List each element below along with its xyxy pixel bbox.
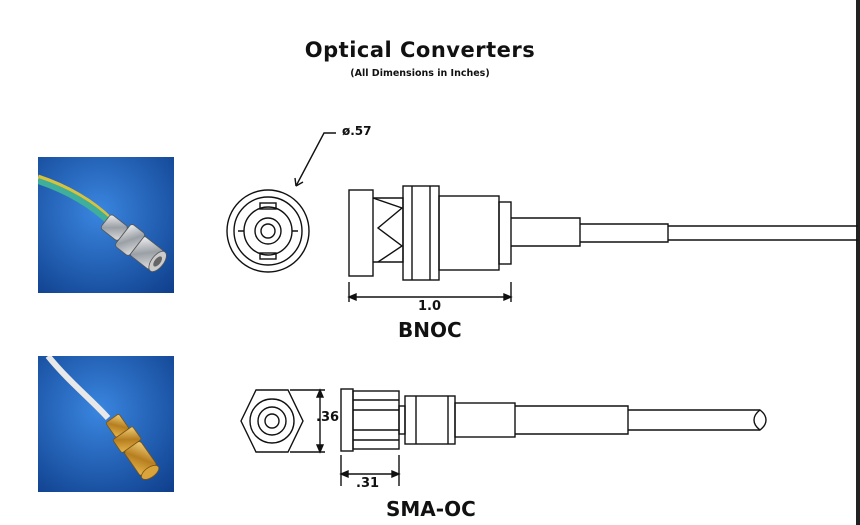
- sma-oc-end-view: [240, 388, 325, 454]
- sma-oc-photo: [38, 356, 174, 492]
- bnoc-photo: [38, 157, 174, 293]
- page-edge-bar: [856, 0, 860, 525]
- bnoc-end-view: [226, 189, 310, 273]
- bnoc-diameter-leader: [295, 132, 336, 187]
- bnoc-length-label: 1.0: [418, 299, 442, 314]
- sma-oc-name: SMA-OC: [386, 497, 476, 521]
- sma-oc-length-label: .31: [356, 476, 380, 491]
- sma-oc-hex-label: .36: [316, 410, 340, 425]
- bnoc-diameter-label: ø.57: [342, 124, 372, 138]
- page-subtitle: (All Dimensions in Inches): [350, 68, 490, 79]
- bnoc-name: BNOC: [398, 318, 462, 342]
- bnoc-side-view: [348, 185, 858, 281]
- sma-oc-side-view: [340, 388, 767, 452]
- page-title: Optical Converters: [304, 38, 536, 62]
